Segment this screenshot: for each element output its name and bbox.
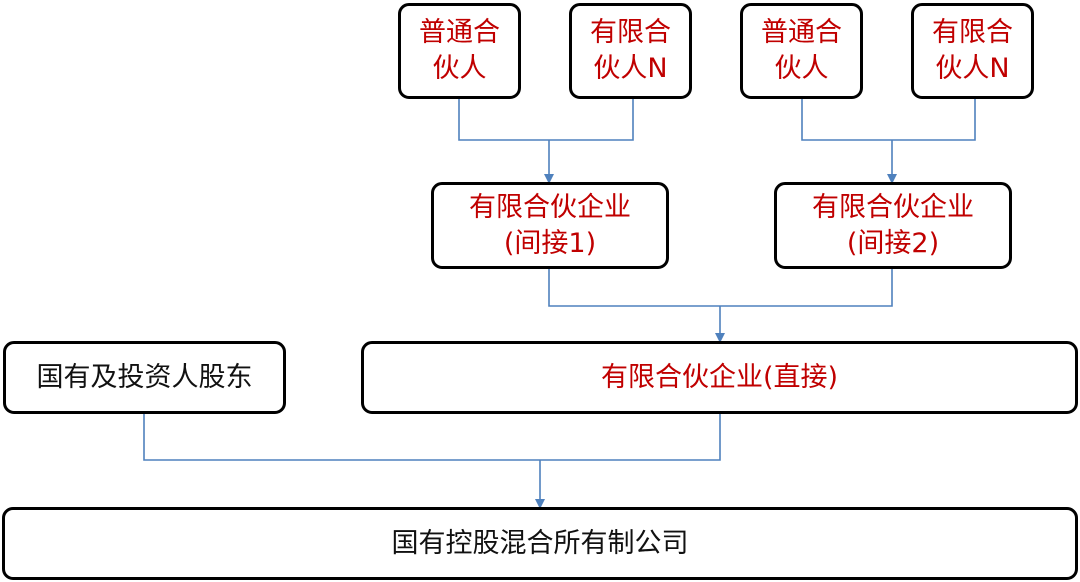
mixed-ownership-company-box: 国有控股混合所有制公司 (2, 507, 1078, 580)
limited-partner-n-2-line2: 伙人N (935, 53, 1010, 84)
limited-partner-n-1-line2: 伙人N (593, 53, 668, 84)
direct-partnership-box: 有限合伙企业(直接) (361, 341, 1078, 414)
general-partner-2-box: 普通合 伙人 (740, 3, 863, 99)
general-partner-1-line1: 普通合 (419, 17, 500, 48)
connector-to-company (143, 413, 721, 507)
connector-gp1-lp1-to-indirect1 (458, 97, 634, 182)
connector-indirect-to-direct (548, 268, 893, 341)
indirect-partnership-1-line2: (间接1) (503, 227, 597, 259)
indirect-partnership-2-box: 有限合伙企业 (间接2) (774, 182, 1012, 269)
limited-partner-n-2-line1: 有限合 (932, 17, 1013, 48)
indirect-partnership-1-box: 有限合伙企业 (间接1) (431, 182, 669, 269)
limited-partner-n-1-box: 有限合 伙人N (569, 3, 692, 99)
state-investor-shareholder-label: 国有及投资人股东 (36, 361, 253, 393)
direct-partnership-label: 有限合伙企业(直接) (600, 361, 839, 393)
indirect-partnership-2-line1: 有限合伙企业 (812, 191, 974, 223)
indirect-partnership-1-line1: 有限合伙企业 (469, 191, 631, 223)
limited-partner-n-1-line1: 有限合 (590, 17, 671, 48)
limited-partner-n-2-box: 有限合 伙人N (911, 3, 1034, 99)
indirect-partnership-2-line2: (间接2) (846, 227, 940, 259)
mixed-ownership-company-label: 国有控股混合所有制公司 (391, 527, 689, 559)
connector-gp2-lp2-to-indirect2 (801, 97, 976, 182)
general-partner-1-line2: 伙人 (432, 53, 487, 84)
general-partner-1-box: 普通合 伙人 (398, 3, 521, 99)
state-investor-shareholder-box: 国有及投资人股东 (3, 341, 286, 414)
general-partner-2-line1: 普通合 (761, 17, 842, 48)
general-partner-2-line2: 伙人 (774, 53, 829, 84)
